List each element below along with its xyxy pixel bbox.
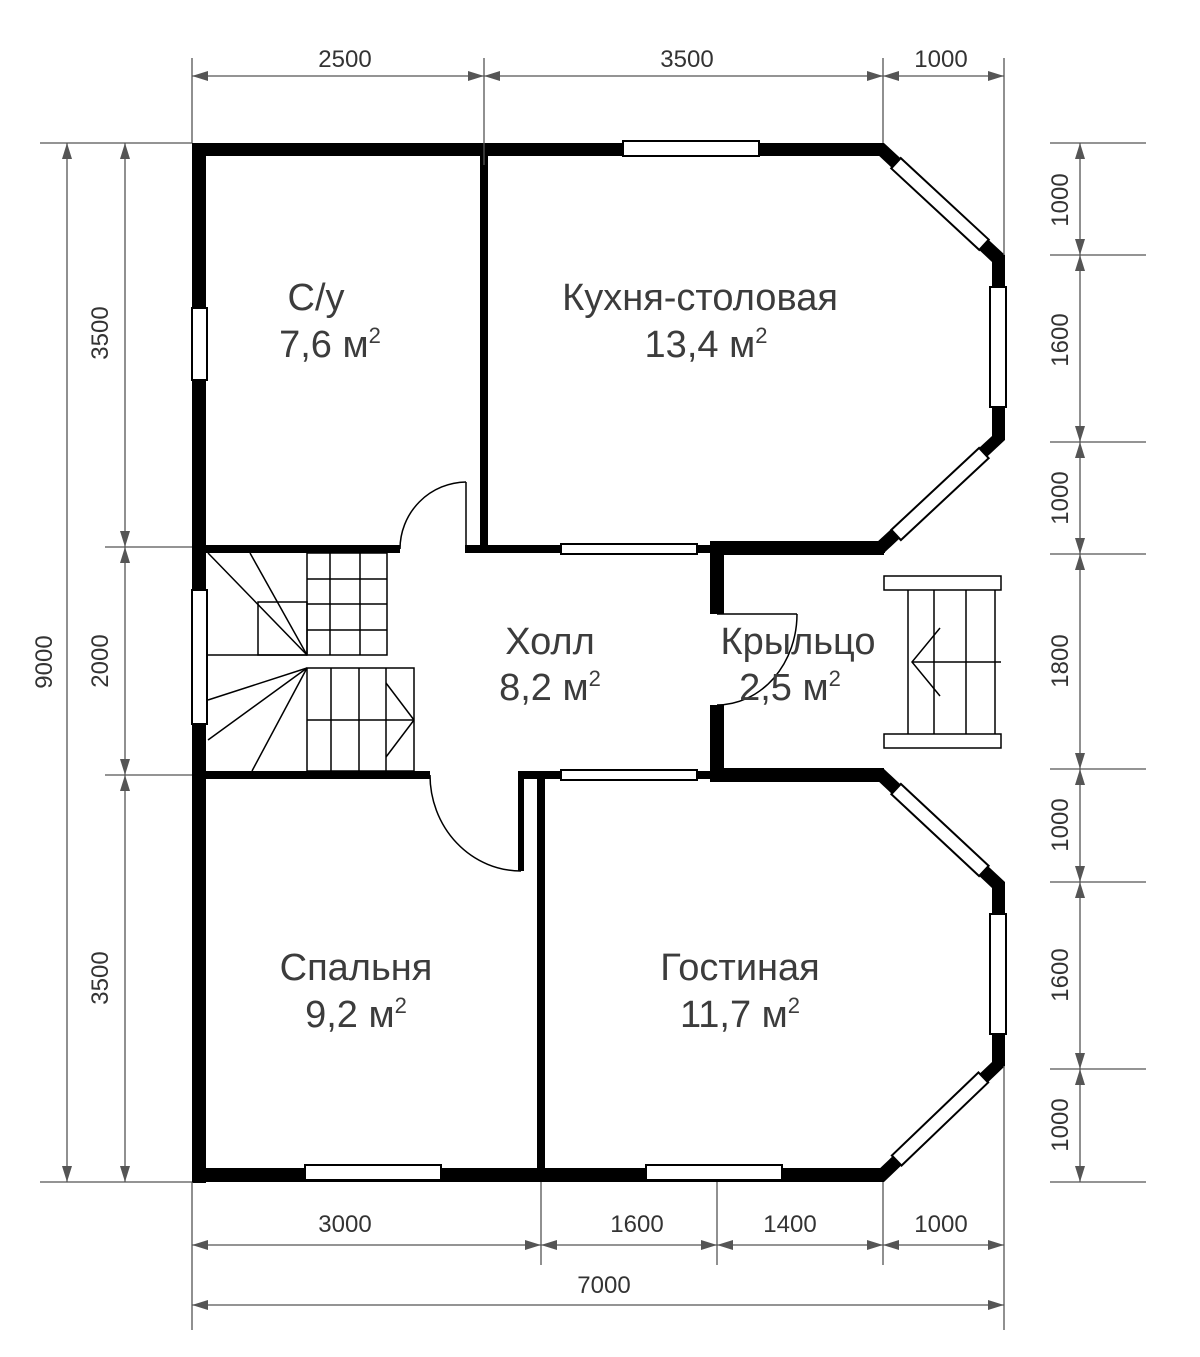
window-bay-bottom-lower	[890, 1071, 990, 1167]
wall-porch-bottom	[710, 768, 884, 782]
interior-stairs	[207, 552, 415, 772]
room-living-name: Гостиная	[660, 947, 820, 989]
room-bedroom-name: Спальня	[280, 947, 433, 989]
dim-top-3: 1000	[914, 46, 967, 73]
door-bathroom	[399, 481, 467, 550]
dim-right-5: 1000	[1047, 798, 1074, 851]
dim-right-6: 1600	[1047, 948, 1074, 1001]
window-bath-left	[191, 307, 208, 381]
wall-porch-left-top	[710, 541, 724, 614]
room-hall-area: 8,2 м2	[499, 666, 601, 709]
wall-porch-left-bottom	[710, 705, 724, 782]
dim-right-2: 1600	[1047, 313, 1074, 366]
room-bathroom-area: 7,6 м2	[279, 323, 381, 366]
room-bathroom-name: С/у	[288, 277, 345, 319]
dim-bottom-3: 1400	[763, 1211, 816, 1238]
window-bedroom-bottom	[304, 1164, 442, 1181]
window-kitchen-top	[622, 140, 760, 157]
dim-right-7: 1000	[1047, 1098, 1074, 1151]
doors	[399, 481, 798, 872]
dimension-lines	[40, 58, 1146, 1330]
windows	[191, 140, 1007, 1181]
wall-bedroom-living	[537, 771, 545, 1175]
wall-bath-kitchen	[480, 150, 488, 552]
dim-top-1: 2500	[318, 46, 371, 73]
dim-left-total: 9000	[31, 635, 58, 688]
dimension-labels: 2500 3500 1000 3000 1600 1400 1000 7000 …	[31, 46, 1074, 1299]
window-living-right	[989, 913, 1007, 1035]
door-porch	[716, 613, 798, 706]
dim-bottom-total: 7000	[577, 1272, 630, 1299]
dim-bottom-2: 1600	[610, 1211, 663, 1238]
window-bay-bottom-upper	[889, 782, 991, 878]
dim-left-1: 3500	[87, 306, 114, 359]
wall-bath-bottom	[200, 545, 400, 553]
dim-bottom-4: 1000	[914, 1211, 967, 1238]
window-bay-top-upper	[889, 156, 991, 252]
wall-hall-bottom-left	[200, 771, 430, 779]
window-hall-top	[560, 543, 698, 555]
dim-bottom-1: 3000	[318, 1211, 371, 1238]
room-bedroom-area: 9,2 м2	[305, 993, 407, 1036]
window-kitchen-right	[989, 286, 1007, 408]
window-living-bottom	[645, 1164, 783, 1181]
room-porch-name: Крыльцо	[720, 621, 875, 663]
dim-top-2: 3500	[660, 46, 713, 73]
room-porch-area: 2,5 м2	[739, 666, 841, 709]
room-kitchen-area: 13,4 м2	[645, 323, 768, 366]
room-labels: С/у 7,6 м2 Кухня-столовая 13,4 м2 Холл 8…	[279, 277, 875, 1036]
room-hall-name: Холл	[505, 621, 595, 663]
window-hall-bottom	[560, 769, 698, 781]
window-stairs-left	[191, 589, 208, 725]
door-bedroom	[429, 774, 522, 872]
room-kitchen-name: Кухня-столовая	[562, 277, 838, 319]
wall-porch-top	[710, 541, 884, 555]
wall-top	[192, 143, 884, 156]
dim-right-4: 1800	[1047, 634, 1074, 687]
room-living-area: 11,7 м2	[680, 993, 800, 1036]
dim-right-3: 1000	[1047, 471, 1074, 524]
dim-right-1: 1000	[1047, 173, 1074, 226]
window-bay-top-lower	[889, 446, 991, 542]
porch-steps	[883, 575, 1002, 749]
dim-left-2: 2000	[87, 634, 114, 687]
dim-left-3: 3500	[87, 951, 114, 1004]
